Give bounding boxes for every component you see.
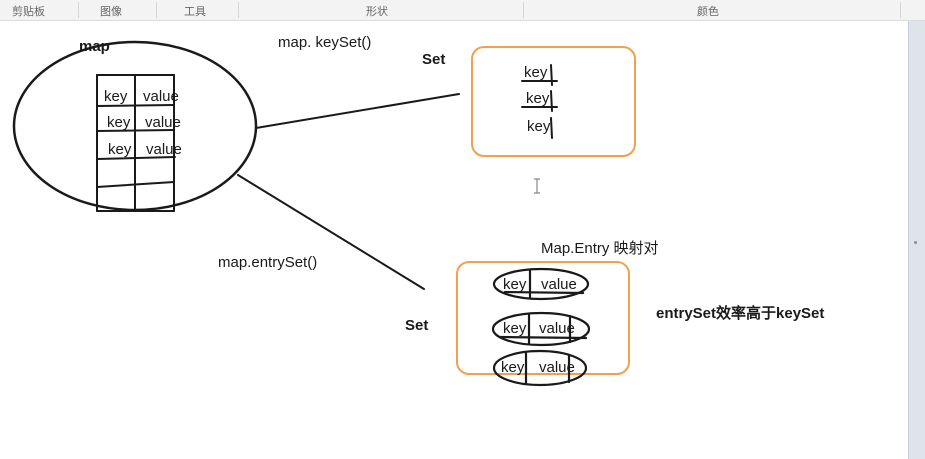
ribbon-group-clipboard[interactable]: 剪贴板 xyxy=(12,5,45,18)
ribbon-bar: 剪贴板 图像 工具 形状 颜色 xyxy=(0,0,925,21)
map-row-key: key xyxy=(104,88,128,105)
map-table-grid xyxy=(96,74,176,212)
map-row-key: key xyxy=(107,114,131,131)
ribbon-group-image[interactable]: 图像 xyxy=(100,5,122,18)
keyset-call-label: map. keySet() xyxy=(278,34,372,51)
keyset-item: key xyxy=(526,90,550,107)
entryset-box xyxy=(456,261,630,375)
ribbon-separator xyxy=(523,2,524,18)
connector-entryset xyxy=(237,174,425,290)
keyset-item: key xyxy=(527,118,551,135)
map-row-key: key xyxy=(108,141,132,158)
map-row-value: value xyxy=(143,88,179,105)
entry-value: value xyxy=(539,320,575,337)
connector-keyset xyxy=(255,93,460,129)
ribbon-separator xyxy=(238,2,239,18)
ribbon-separator xyxy=(156,2,157,18)
keyset-strokes xyxy=(521,64,558,139)
text-cursor-icon xyxy=(534,178,540,194)
entry-value: value xyxy=(541,276,577,293)
ribbon-separator xyxy=(900,2,901,18)
vertical-scrollbar[interactable] xyxy=(908,21,925,459)
entryset-call-label: map.entrySet() xyxy=(218,254,318,271)
efficiency-note: entrySet效率高于keySet xyxy=(656,305,825,322)
drawing-shapes xyxy=(12,40,636,387)
entry-title: Map.Entry 映射对 xyxy=(541,240,659,257)
map-row-value: value xyxy=(145,114,181,131)
ribbon-group-colors[interactable]: 颜色 xyxy=(697,5,719,18)
resize-handle[interactable] xyxy=(914,241,917,244)
entry-ellipses xyxy=(491,267,591,387)
ribbon-group-shapes[interactable]: 形状 xyxy=(366,5,388,18)
entry-key: key xyxy=(501,359,525,376)
entry-key: key xyxy=(503,276,527,293)
entry-value: value xyxy=(539,359,575,376)
set-label-bottom: Set xyxy=(405,317,429,334)
map-row-value: value xyxy=(146,141,182,158)
keyset-item: key xyxy=(524,64,548,81)
set-label-top: Set xyxy=(422,51,446,68)
map-title: map xyxy=(79,38,110,55)
entry-key: key xyxy=(503,320,527,337)
ribbon-separator xyxy=(78,2,79,18)
ribbon-group-tools[interactable]: 工具 xyxy=(184,5,206,18)
keyset-box xyxy=(471,46,636,157)
